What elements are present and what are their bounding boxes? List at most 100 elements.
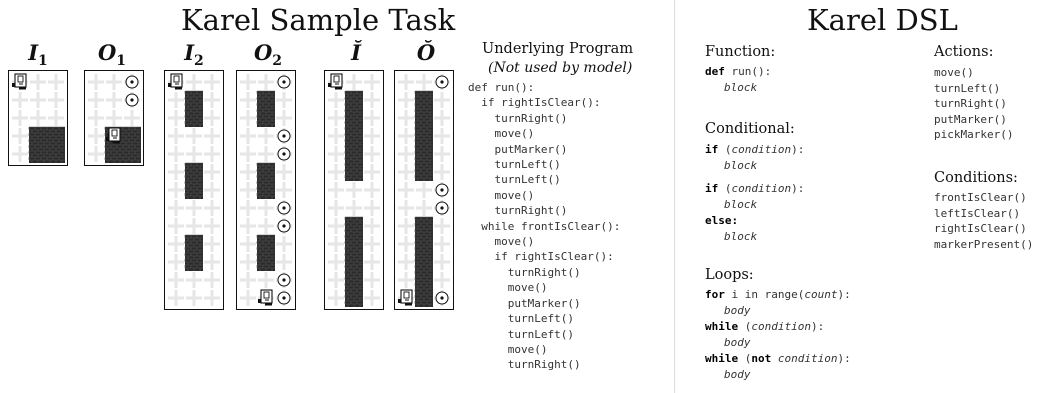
karel-robot-icon bbox=[106, 127, 121, 144]
wall-cell bbox=[414, 108, 433, 127]
dsl-conditional-heading: Conditional: bbox=[705, 121, 795, 137]
dsl-condition-item: frontIsClear() bbox=[934, 191, 1027, 204]
dsl-actions-heading: Actions: bbox=[934, 44, 994, 60]
wall-cell bbox=[256, 162, 275, 181]
wall-cell bbox=[184, 90, 203, 109]
wall-cell bbox=[344, 108, 363, 127]
wall-cell bbox=[184, 180, 203, 199]
wall-cell bbox=[184, 108, 203, 127]
dsl-ifelse-block: block bbox=[724, 198, 758, 211]
program-subtitle: (Not used by model) bbox=[488, 60, 633, 76]
marker-icon bbox=[435, 201, 449, 215]
program-line: turnLeft() bbox=[468, 173, 561, 187]
marker-icon bbox=[277, 219, 291, 233]
wall-cell bbox=[344, 270, 363, 289]
program-line: putMarker() bbox=[468, 142, 568, 156]
program-line: move() bbox=[468, 281, 548, 295]
right-title: Karel DSL bbox=[807, 3, 958, 37]
program-line: turnRight() bbox=[468, 111, 568, 125]
wall-cell bbox=[28, 126, 47, 145]
marker-icon bbox=[435, 75, 449, 89]
wall-cell bbox=[256, 252, 275, 271]
wall-cell bbox=[256, 234, 275, 253]
program-line: turnLeft() bbox=[468, 327, 574, 341]
dsl-condition-item: leftIsClear() bbox=[934, 206, 1021, 220]
dsl-while-not-line: while (not condition): bbox=[705, 352, 851, 365]
dsl-condition-item: rightIsClear() bbox=[934, 222, 1027, 235]
wall-cell bbox=[256, 90, 275, 109]
wall-cell bbox=[414, 252, 433, 271]
wall-cell bbox=[256, 180, 275, 199]
marker-icon bbox=[435, 183, 449, 197]
program-line: move() bbox=[468, 188, 535, 202]
marker-icon bbox=[277, 273, 291, 287]
dsl-action-item: pickMarker() bbox=[934, 128, 1014, 141]
program-line: if rightIsClear(): bbox=[468, 250, 614, 264]
dsl-function-def: def run(): bbox=[705, 65, 772, 78]
marker-icon bbox=[277, 201, 291, 215]
marker-icon bbox=[277, 129, 291, 143]
karel-grid-o2 bbox=[236, 70, 296, 310]
program-line: turnLeft() bbox=[468, 312, 574, 326]
karel-robot-icon bbox=[258, 289, 273, 306]
wall-cell bbox=[344, 162, 363, 181]
program-line: while frontIsClear(): bbox=[468, 219, 621, 233]
dsl-else-line: else: bbox=[705, 214, 739, 227]
panel-divider bbox=[674, 0, 675, 393]
karel-grid-otest bbox=[394, 70, 454, 310]
wall-cell bbox=[414, 216, 433, 235]
program-line: move() bbox=[468, 127, 535, 141]
karel-grid-i2 bbox=[164, 70, 224, 310]
wall-cell bbox=[414, 162, 433, 181]
wall-cell bbox=[256, 108, 275, 127]
program-line: move() bbox=[468, 235, 535, 249]
marker-icon bbox=[277, 147, 291, 161]
program-line: if rightIsClear(): bbox=[468, 96, 601, 110]
dsl-action-item: turnLeft() bbox=[934, 81, 1001, 95]
dsl-conditions-list: frontIsClear() leftIsClear() rightIsClea… bbox=[934, 190, 1033, 252]
program-line: turnLeft() bbox=[468, 158, 561, 172]
dsl-action-item: turnRight() bbox=[934, 97, 1007, 110]
wall-cell bbox=[414, 270, 433, 289]
marker-icon bbox=[277, 291, 291, 305]
wall-cell bbox=[344, 288, 363, 307]
dsl-for-line: for i in range(count): bbox=[705, 288, 851, 301]
grid-label-i2: I2 bbox=[184, 40, 204, 70]
dsl-while-not-body: body bbox=[724, 368, 751, 381]
karel-grid-i1 bbox=[8, 70, 68, 166]
wall-cell bbox=[344, 252, 363, 271]
wall-cell bbox=[184, 252, 203, 271]
dsl-loops-heading: Loops: bbox=[705, 267, 754, 283]
karel-robot-icon bbox=[12, 73, 27, 90]
wall-cell bbox=[46, 126, 65, 145]
wall-cell bbox=[414, 90, 433, 109]
wall-cell bbox=[28, 144, 47, 163]
wall-cell bbox=[184, 234, 203, 253]
program-line: putMarker() bbox=[468, 296, 581, 310]
dsl-else-block: block bbox=[724, 230, 758, 243]
dsl-while-line: while (condition): bbox=[705, 320, 825, 333]
dsl-action-item: putMarker() bbox=[934, 112, 1007, 126]
dsl-condition-item: markerPresent() bbox=[934, 237, 1034, 251]
wall-cell bbox=[122, 126, 141, 145]
program-line: move() bbox=[468, 342, 548, 356]
left-title: Karel Sample Task bbox=[181, 3, 456, 37]
dsl-for-body: body bbox=[724, 304, 751, 317]
wall-cell bbox=[344, 216, 363, 235]
wall-cell bbox=[344, 126, 363, 145]
karel-robot-icon bbox=[168, 73, 183, 90]
marker-icon bbox=[125, 75, 139, 89]
wall-cell bbox=[122, 144, 141, 163]
grid-label-o2: O2 bbox=[253, 40, 283, 70]
wall-cell bbox=[414, 126, 433, 145]
karel-robot-icon bbox=[398, 289, 413, 306]
program-line: def run(): bbox=[468, 81, 535, 94]
karel-robot-icon bbox=[328, 73, 343, 90]
wall-cell bbox=[414, 144, 433, 163]
program-line: turnRight() bbox=[468, 358, 581, 372]
dsl-while-body: body bbox=[724, 336, 751, 349]
dsl-if-block: block bbox=[724, 159, 758, 172]
marker-icon bbox=[435, 291, 449, 305]
program-line: turnRight() bbox=[468, 265, 581, 279]
wall-cell bbox=[344, 144, 363, 163]
